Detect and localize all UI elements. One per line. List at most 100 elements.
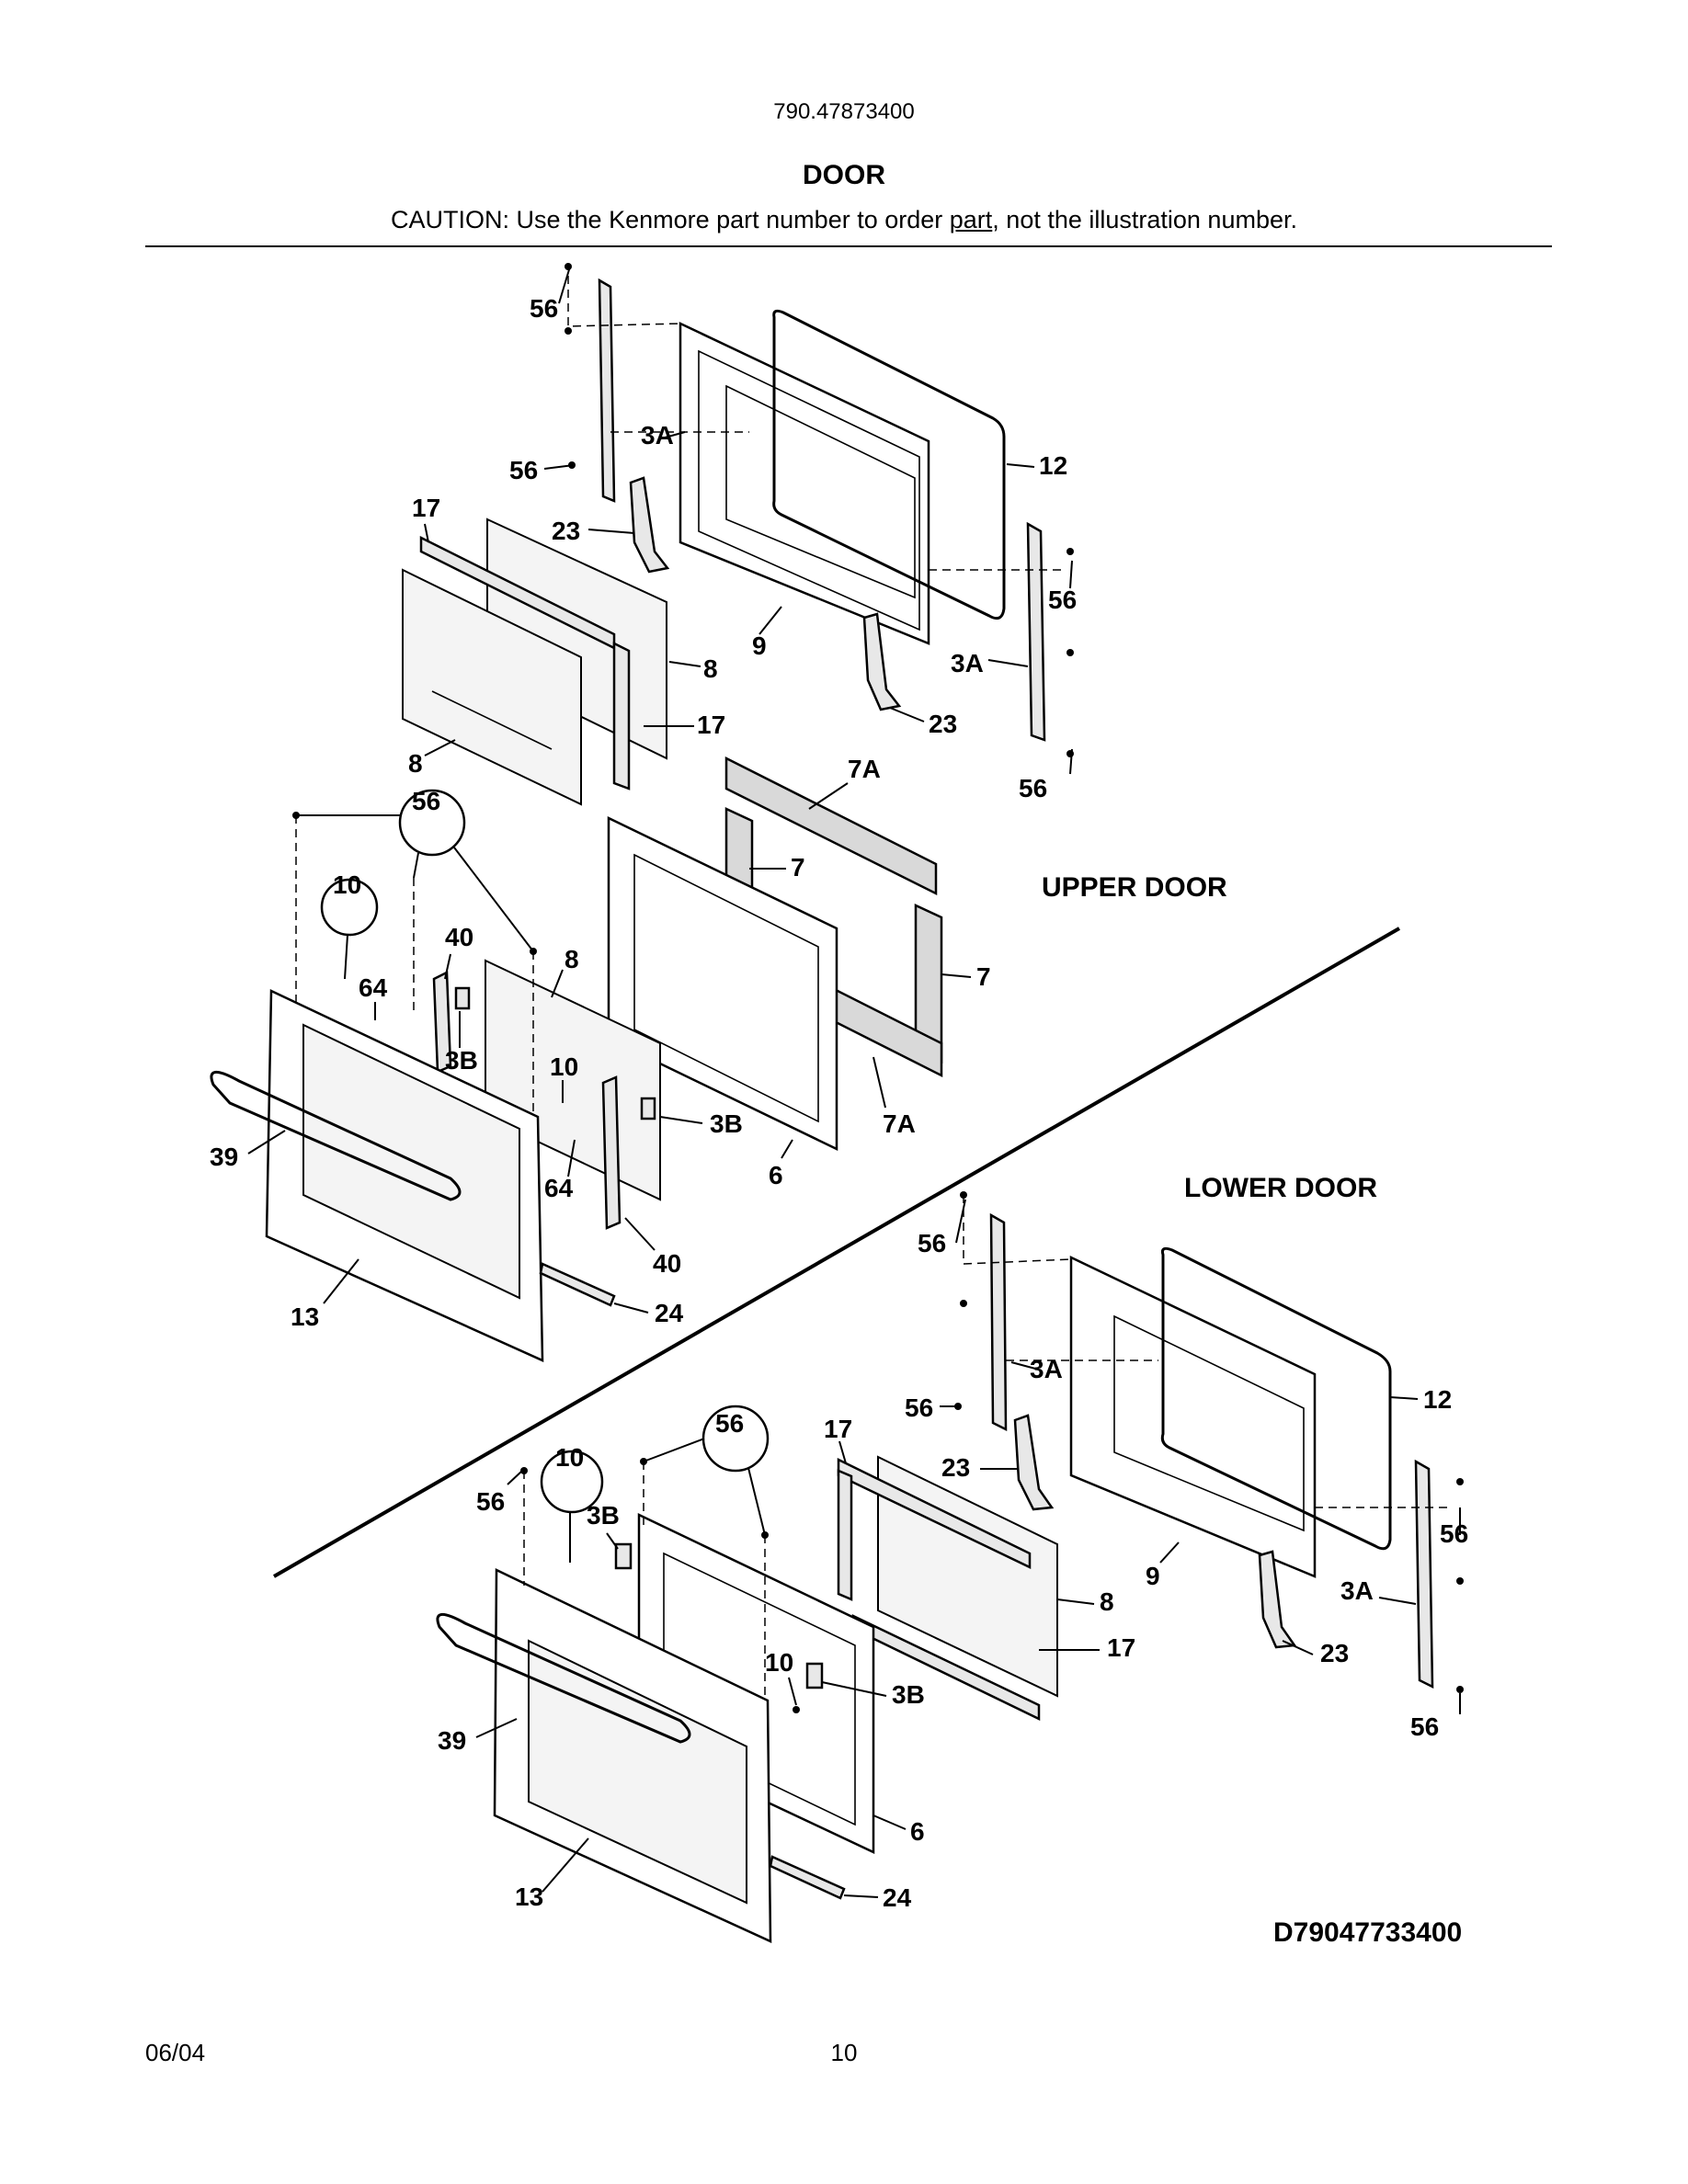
callout: 64 xyxy=(359,973,388,1002)
upper-door-liner xyxy=(679,322,930,645)
callout: 17 xyxy=(824,1415,852,1443)
caution-text-start: CAUTION: Use the Kenmore part number to … xyxy=(391,206,950,233)
callout: 10 xyxy=(550,1052,578,1081)
upper-door-assembly xyxy=(210,263,1074,1362)
callout: 8 xyxy=(565,945,579,973)
footer-date: 06/04 xyxy=(145,2039,206,2066)
upper-screw-56-detail xyxy=(398,789,466,857)
callout: 56 xyxy=(412,787,440,815)
callout: 10 xyxy=(765,1648,793,1677)
page-number: 10 xyxy=(830,2039,858,2066)
callout: 56 xyxy=(1410,1712,1439,1741)
upper-hinge-right xyxy=(862,612,902,711)
callout: 3B xyxy=(710,1109,743,1138)
section-divider-line xyxy=(273,927,1400,1578)
callout: 3B xyxy=(892,1680,925,1709)
callout: 56 xyxy=(905,1393,933,1422)
callout: 10 xyxy=(333,870,361,899)
callout: 7 xyxy=(791,853,805,882)
upper-inner-panel xyxy=(607,816,838,1151)
upper-hinge-left xyxy=(629,476,670,574)
upper-right-side-rail xyxy=(1026,521,1046,742)
callout: 23 xyxy=(929,710,957,738)
callout: 3A xyxy=(1340,1576,1374,1605)
callout: 7A xyxy=(848,755,881,783)
upper-hinge-channel xyxy=(539,1262,616,1307)
lower-hinge-channel xyxy=(769,1855,846,1900)
callout: 8 xyxy=(703,654,718,683)
callout: 13 xyxy=(515,1883,543,1911)
callout: 56 xyxy=(530,294,558,323)
callout: 39 xyxy=(438,1726,466,1755)
callout: 56 xyxy=(1440,1519,1468,1548)
upper-insulation-top xyxy=(724,756,938,896)
upper-door-liner-window xyxy=(725,384,916,599)
callout: 64 xyxy=(544,1174,574,1202)
callout: 3B xyxy=(445,1046,478,1075)
callout: 7A xyxy=(883,1109,916,1138)
callout: 3A xyxy=(1030,1355,1063,1383)
caution-underlined-word: part xyxy=(949,206,993,233)
lower-door-assembly xyxy=(436,1191,1464,1943)
callout: 17 xyxy=(1107,1633,1135,1662)
callout: 3B xyxy=(587,1501,620,1530)
callout: 40 xyxy=(653,1249,681,1278)
caution-text-end: , not the illustration number. xyxy=(992,206,1297,233)
lower-left-side-rail xyxy=(989,1212,1008,1432)
page-title: DOOR xyxy=(803,160,885,190)
callout: 10 xyxy=(555,1443,584,1472)
lower-leader-lines xyxy=(475,1199,1461,1898)
callout: 39 xyxy=(210,1143,238,1171)
callout: 24 xyxy=(883,1883,912,1912)
lower-door-gasket xyxy=(1160,1246,1392,1551)
lower-door-liner xyxy=(1069,1256,1317,1578)
callout: 3A xyxy=(951,649,984,677)
callout: 8 xyxy=(1100,1587,1114,1616)
callout: 56 xyxy=(715,1409,744,1438)
upper-left-side-rail xyxy=(598,278,616,503)
callout: 56 xyxy=(476,1487,505,1516)
callout: 7 xyxy=(976,962,991,991)
callout: 23 xyxy=(1320,1639,1349,1667)
callout: 12 xyxy=(1423,1385,1452,1414)
upper-outer-glass xyxy=(402,568,582,806)
callout: 6 xyxy=(910,1817,925,1846)
diagram-code: D79047733400 xyxy=(1273,1917,1462,1948)
lower-callouts: 56 3A 12 56 56 10 56 17 3B 23 56 9 3A 8 … xyxy=(438,1229,1468,1912)
lower-door-label: LOWER DOOR xyxy=(1184,1173,1377,1203)
callout: 56 xyxy=(1019,774,1047,802)
callout: 12 xyxy=(1039,451,1067,480)
callout: 13 xyxy=(291,1302,319,1331)
callout: 23 xyxy=(941,1453,970,1482)
upper-glass-spacer-right xyxy=(612,641,631,791)
upper-door-gasket xyxy=(772,309,1006,620)
callout: 9 xyxy=(1146,1562,1160,1590)
callout: 56 xyxy=(918,1229,946,1257)
callout: 8 xyxy=(408,749,423,778)
lower-cover-3b-side xyxy=(805,1662,824,1689)
upper-leader-lines xyxy=(247,266,1073,1314)
upper-bracket-left xyxy=(432,971,452,1074)
callout: 17 xyxy=(412,494,440,522)
upper-bracket-right xyxy=(601,1075,622,1230)
lower-hinge-left xyxy=(1013,1414,1055,1511)
header-divider xyxy=(145,245,1552,247)
upper-door-label: UPPER DOOR xyxy=(1042,872,1227,903)
model-number: 790.47873400 xyxy=(773,99,915,124)
lower-door-handle xyxy=(436,1613,691,1744)
callout: 40 xyxy=(445,923,473,951)
caution-note: CAUTION: Use the Kenmore part number to … xyxy=(0,206,1688,234)
callout: 56 xyxy=(509,456,538,484)
lower-glass-spacer-left xyxy=(837,1469,853,1601)
upper-screw-10-detail xyxy=(320,878,379,937)
callout: 17 xyxy=(697,711,725,739)
lower-outer-door-window xyxy=(528,1639,747,1905)
lower-screw-10-detail xyxy=(540,1450,604,1514)
upper-door-handle xyxy=(210,1071,462,1201)
callout: 24 xyxy=(655,1299,684,1327)
callout: 3A xyxy=(641,421,674,449)
lower-right-side-rail xyxy=(1414,1459,1434,1689)
upper-door-liner-opening xyxy=(698,349,920,631)
callout: 9 xyxy=(752,631,767,660)
